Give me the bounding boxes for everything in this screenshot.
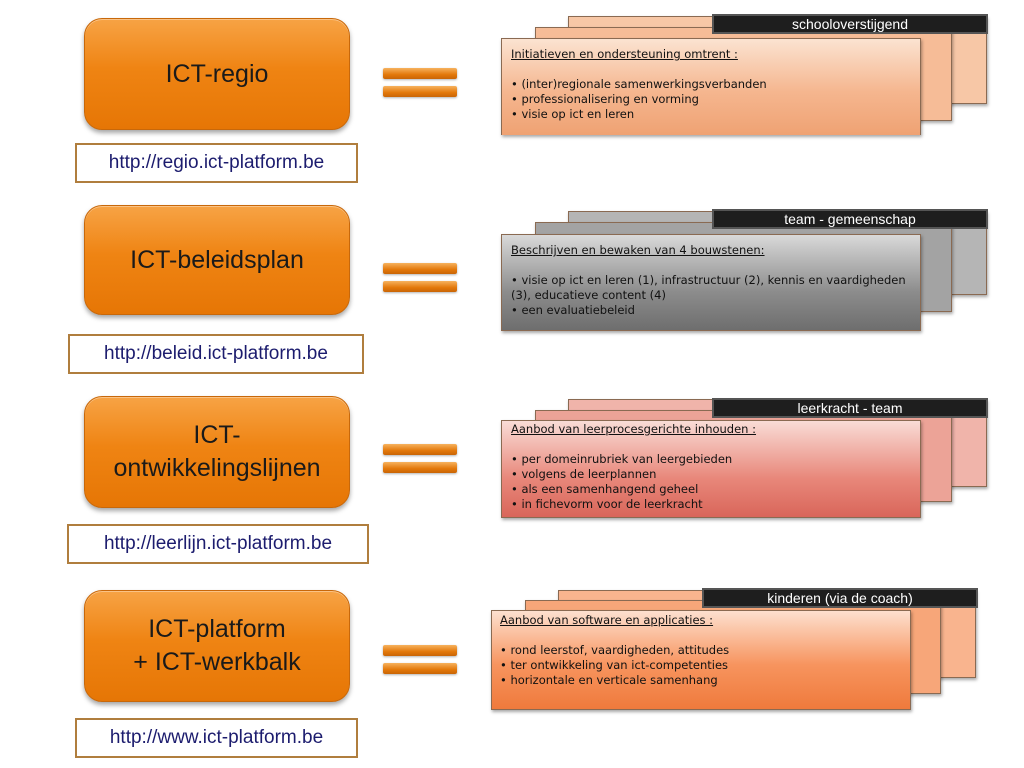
bullet-item: • volgens de leerplannen	[511, 467, 657, 481]
equals-icon	[383, 444, 457, 476]
card-sheet-front	[501, 420, 921, 518]
card-heading: Aanbod van leerprocesgerichte inhouden :	[511, 422, 757, 436]
bullet-item: • als een samenhangend geheel	[511, 482, 699, 496]
bullet-item: • per domeinrubriek van leergebieden	[511, 452, 733, 466]
card-heading: Aanbod van software en applicaties :	[500, 613, 714, 627]
card-sheet-front	[501, 38, 921, 135]
bullet-item: • een evaluatiebeleid	[511, 303, 635, 317]
row-ict-ontwikkelingslijnen: ICT- ontwikkelingslijnen http://leerlijn…	[0, 0, 1024, 564]
bullet-item: • professionalisering en vorming	[511, 92, 699, 106]
bullet-item: • ter ontwikkeling van ict-competenties	[500, 658, 729, 672]
card-text: Beschrijven en bewaken van 4 bouwstenen:…	[511, 243, 909, 318]
card-sheet-front	[501, 234, 921, 331]
audience-tab: kinderen (via de coach)	[702, 588, 978, 608]
bullet-item: • visie op ict en leren	[511, 107, 635, 121]
bullet-item: • (inter)regionale samenwerkingsverbande…	[511, 77, 767, 91]
equals-icon	[383, 68, 457, 100]
bullet-list: • visie op ict en leren (1), infrastruct…	[511, 273, 909, 318]
bullet-item: • in fichevorm voor de leerkracht	[511, 497, 703, 511]
card-heading: Beschrijven en bewaken van 4 bouwstenen:	[511, 243, 765, 257]
card-heading: Initiatieven en ondersteuning omtrent :	[511, 47, 738, 61]
equals-icon	[383, 645, 457, 677]
bullet-item: • rond leerstof, vaardigheden, attitudes	[500, 643, 730, 657]
audience-tab: team - gemeenschap	[712, 209, 988, 229]
ict-ontwikkelingslijnen-button[interactable]: ICT- ontwikkelingslijnen	[84, 396, 350, 508]
card-text: Aanbod van software en applicaties : • r…	[500, 613, 898, 688]
ict-beleidsplan-button[interactable]: ICT-beleidsplan	[84, 205, 350, 315]
bullet-item: • visie op ict en leren (1), infrastruct…	[511, 273, 906, 302]
audience-tab: schooloverstijgend	[712, 14, 988, 34]
equals-icon	[383, 263, 457, 295]
bullet-item: • horizontale en verticale samenhang	[500, 673, 718, 687]
row-ict-beleidsplan: ICT-beleidsplan http://beleid.ict-platfo…	[0, 0, 1024, 374]
platform-url-link[interactable]: http://www.ict-platform.be	[75, 718, 358, 758]
ict-regio-button[interactable]: ICT-regio	[84, 18, 350, 130]
card-sheet-front	[491, 610, 911, 710]
card-text: Aanbod van leerprocesgerichte inhouden :…	[511, 422, 909, 512]
leerlijn-url-link[interactable]: http://leerlijn.ict-platform.be	[67, 524, 369, 564]
bullet-list: • rond leerstof, vaardigheden, attitudes…	[500, 643, 898, 688]
regio-url-link[interactable]: http://regio.ict-platform.be	[75, 143, 358, 183]
beleid-url-link[interactable]: http://beleid.ict-platform.be	[68, 334, 364, 374]
card-text: Initiatieven en ondersteuning omtrent : …	[511, 47, 909, 122]
bullet-list: • per domeinrubriek van leergebieden • v…	[511, 452, 909, 512]
ict-platform-button[interactable]: ICT-platform + ICT-werkbalk	[84, 590, 350, 702]
bullet-list: • (inter)regionale samenwerkingsverbande…	[511, 77, 909, 122]
audience-tab: leerkracht - team	[712, 398, 988, 418]
row-ict-regio: ICT-regio http://regio.ict-platform.be s…	[0, 0, 1024, 190]
